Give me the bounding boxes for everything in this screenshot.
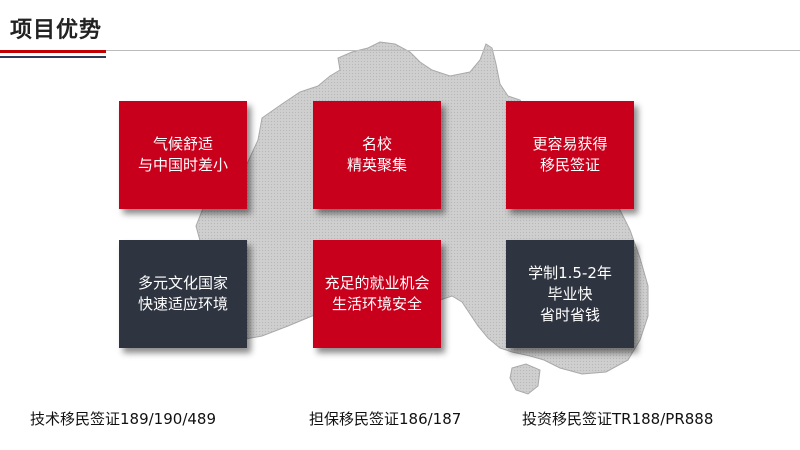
- caption-sponsored-visa: 担保移民签证186/187: [309, 410, 462, 428]
- tile-line: 省时省钱: [539, 305, 600, 324]
- advantage-tile-multicultural: 多元文化国家 快速适应环境: [119, 240, 247, 348]
- tile-line: 多元文化国家: [137, 274, 228, 292]
- tile-line: 精英聚集: [346, 156, 407, 174]
- title-underline-red: [0, 50, 106, 53]
- tile-line: 气候舒适: [152, 135, 213, 153]
- advantage-tile-employment: 充足的就业机会 生活环境安全: [313, 240, 441, 348]
- title-underline-navy: [0, 56, 106, 58]
- tile-line: 毕业快: [547, 284, 593, 303]
- tile-line: 生活环境安全: [331, 295, 422, 313]
- tile-line: 充足的就业机会: [324, 274, 430, 292]
- tile-line: 更容易获得: [532, 135, 608, 153]
- tile-line: 与中国时差小: [137, 156, 228, 174]
- advantage-tile-study-duration: 学制1.5-2年 毕业快 省时省钱: [506, 240, 634, 348]
- tile-line: 学制1.5-2年: [528, 263, 612, 282]
- page-title: 项目优势: [10, 18, 103, 43]
- tile-line: 名校: [361, 135, 392, 153]
- tile-line: 移民签证: [539, 156, 600, 174]
- advantage-tile-visa: 更容易获得 移民签证: [506, 101, 634, 209]
- caption-investment-visa: 投资移民签证TR188/PR888: [522, 410, 714, 428]
- title-divider: [0, 50, 800, 51]
- advantage-tile-universities: 名校 精英聚集: [313, 101, 441, 209]
- tile-line: 快速适应环境: [137, 295, 228, 313]
- caption-skilled-visa: 技术移民签证189/190/489: [30, 410, 216, 428]
- advantage-tile-climate: 气候舒适 与中国时差小: [119, 101, 247, 209]
